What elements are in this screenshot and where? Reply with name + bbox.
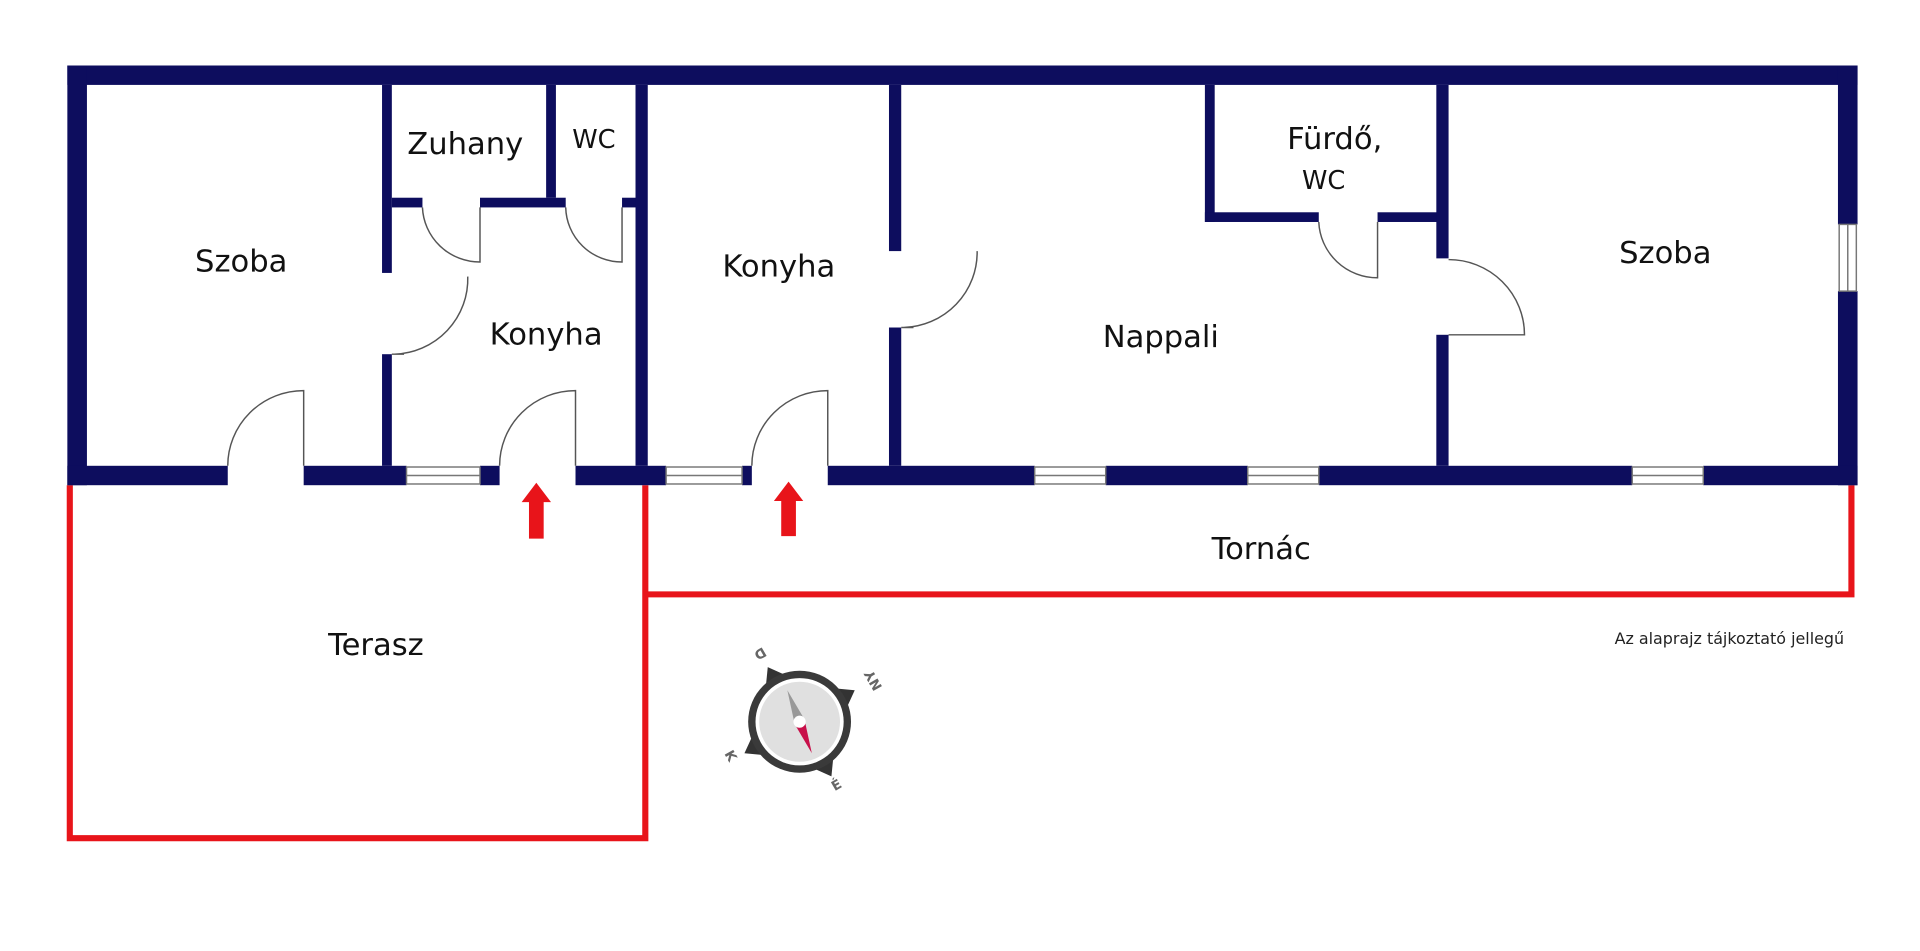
window: [1247, 466, 1320, 485]
porch-outline: [647, 485, 1855, 598]
compass-icon: D NY K É: [721, 643, 886, 795]
door: [391, 276, 469, 355]
room-label-szoba-right: Szoba: [1619, 236, 1711, 271]
room-label-terasz: Terasz: [327, 628, 424, 663]
door: [564, 207, 623, 263]
compass-k: K: [721, 748, 740, 765]
entrance-arrow-icon: [521, 482, 552, 539]
compass-ny: NY: [862, 667, 886, 693]
door: [1318, 221, 1379, 279]
door: [421, 207, 481, 263]
terrace-outline: [66, 485, 649, 842]
compass-d: D: [751, 643, 768, 661]
disclaimer-note: Az alaprajz tájkoztató jellegű: [1615, 629, 1845, 648]
doors: [227, 207, 1526, 466]
room-label-konyha-center: Konyha: [722, 250, 835, 285]
door: [227, 389, 305, 466]
door: [498, 389, 577, 466]
room-label-konyha: Konyha: [490, 318, 603, 353]
windows: [405, 223, 1858, 485]
room-label-furdo-wc: WC: [1302, 166, 1345, 196]
room-label-szoba: Szoba: [195, 245, 287, 280]
room-label-nappali: Nappali: [1103, 320, 1219, 355]
door: [751, 389, 829, 466]
entrance-arrow-icon: [773, 481, 804, 537]
window: [1033, 466, 1107, 485]
window: [1838, 223, 1858, 292]
walls: [67, 65, 1858, 486]
window: [1631, 466, 1704, 485]
room-label-tornac: Tornác: [1211, 532, 1311, 567]
door: [901, 251, 978, 329]
room-label-furdo: Fürdő,: [1287, 122, 1382, 157]
window: [405, 466, 481, 485]
door: [1448, 258, 1526, 336]
window: [665, 466, 743, 485]
room-label-zuhany: Zuhany: [407, 127, 523, 162]
compass-e: É: [828, 775, 845, 795]
room-label-wc: WC: [572, 125, 615, 155]
